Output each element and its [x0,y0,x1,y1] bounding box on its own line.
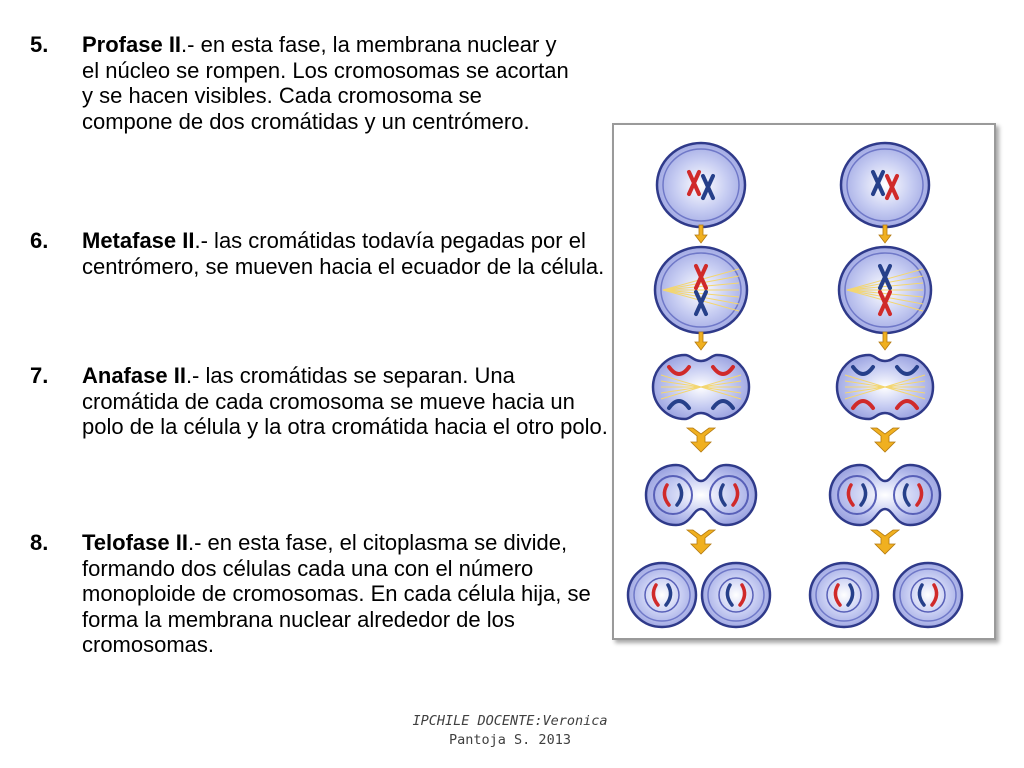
item-title: Anafase II [82,363,186,388]
nucleus [837,475,877,515]
chromatid [718,483,727,507]
footer-line-1: IPCHILE DOCENTE:Veronica [412,713,608,729]
split-arrow-icon [685,529,717,555]
chromatid [711,365,735,376]
chromosome [687,170,701,196]
chromatid [917,583,926,607]
chromosome [701,174,715,200]
nucleus [910,577,946,613]
item-text: Telofase II.- en esta fase, el citoplasm… [82,530,610,658]
cell-inner-ring [662,148,740,222]
chromatid [738,583,747,607]
chromatid [851,399,875,410]
chromatid [930,583,939,607]
spindle-fiber [844,374,926,400]
cell [626,561,698,629]
arrow-icon [694,331,708,351]
chromatid [711,399,735,410]
item-number: 5. [30,32,49,57]
cell [808,561,880,629]
cell-inner-ring [660,252,742,328]
chromatid [725,583,734,607]
chromosome [878,290,892,316]
chromatid [662,483,671,507]
nucleus [644,577,680,613]
chromosome [885,174,899,200]
item-description: .- en esta fase, la membrana nuclear y e… [82,32,569,134]
arrow-icon [878,331,892,351]
item-description: .- en esta fase, el citoplasma se divide… [82,530,591,657]
item-text: Profase II.- en esta fase, la membrana n… [82,32,570,134]
chromatid [664,583,673,607]
item-title: Profase II [82,32,182,57]
chromosome [694,264,708,290]
chromatid [667,365,691,376]
chromosome [694,290,708,316]
cell-inner-ring [846,148,924,222]
chromatid [851,365,875,376]
spindle-fiber [662,289,740,298]
cell-inner-ring [707,568,765,622]
nucleus [826,577,862,613]
meiosis-diagram [626,141,964,629]
chromosome [871,170,885,196]
cell [700,561,772,629]
chromatid [731,483,740,507]
chromatid [915,483,924,507]
item-description: .- las cromátidas todavía pegadas por el… [82,228,605,279]
split-arrow-icon [685,427,717,453]
spindle-fiber [662,275,740,291]
spindle-fiber [846,282,924,291]
chromatid [846,583,855,607]
chromatid [846,483,855,507]
cell-inner-ring [899,568,957,622]
chromatid [651,583,660,607]
spindle-fiber [660,374,742,400]
arrow-icon [878,224,892,244]
item-title: Metafase II [82,228,195,253]
item-number: 8. [30,530,49,555]
chromatid [859,483,868,507]
item-text: Metafase II.- las cromátidas todavía peg… [82,228,610,279]
nucleus [718,577,754,613]
cell-inner-ring [815,568,873,622]
arrow-icon [694,224,708,244]
chromatid [895,399,919,410]
dividing-cell [828,463,942,527]
split-arrow-icon [869,427,901,453]
footer-credit: IPCHILE DOCENTE:Veronica Pantoja S. 2013 [360,712,660,750]
cell [892,561,964,629]
chromosome [878,264,892,290]
spindle-fiber [846,289,924,305]
cell-inner-ring [844,252,926,328]
item-text: Anafase II.- las cromátidas se separan. … [82,363,610,440]
spindle-fiber [662,289,740,305]
nucleus [653,475,693,515]
item-description: .- las cromátidas se separan. Una cromát… [82,363,608,439]
dividing-cell [644,463,758,527]
item-number: 6. [30,228,49,253]
spindle-fiber [846,275,924,291]
item-number: 7. [30,363,49,388]
spindle-fiber [662,282,740,291]
chromatid [902,483,911,507]
footer-line-2: Pantoja S. 2013 [449,732,571,748]
chromatid [667,399,691,410]
chromatid [895,365,919,376]
cell-inner-ring [633,568,691,622]
cell [655,141,747,229]
cell [839,141,931,229]
split-arrow-icon [869,529,901,555]
spindle-fiber [846,289,924,298]
nucleus [893,475,933,515]
item-title: Telofase II [82,530,188,555]
nucleus [709,475,749,515]
chromatid [833,583,842,607]
meiosis-ii-illustration [612,123,996,640]
chromatid [675,483,684,507]
